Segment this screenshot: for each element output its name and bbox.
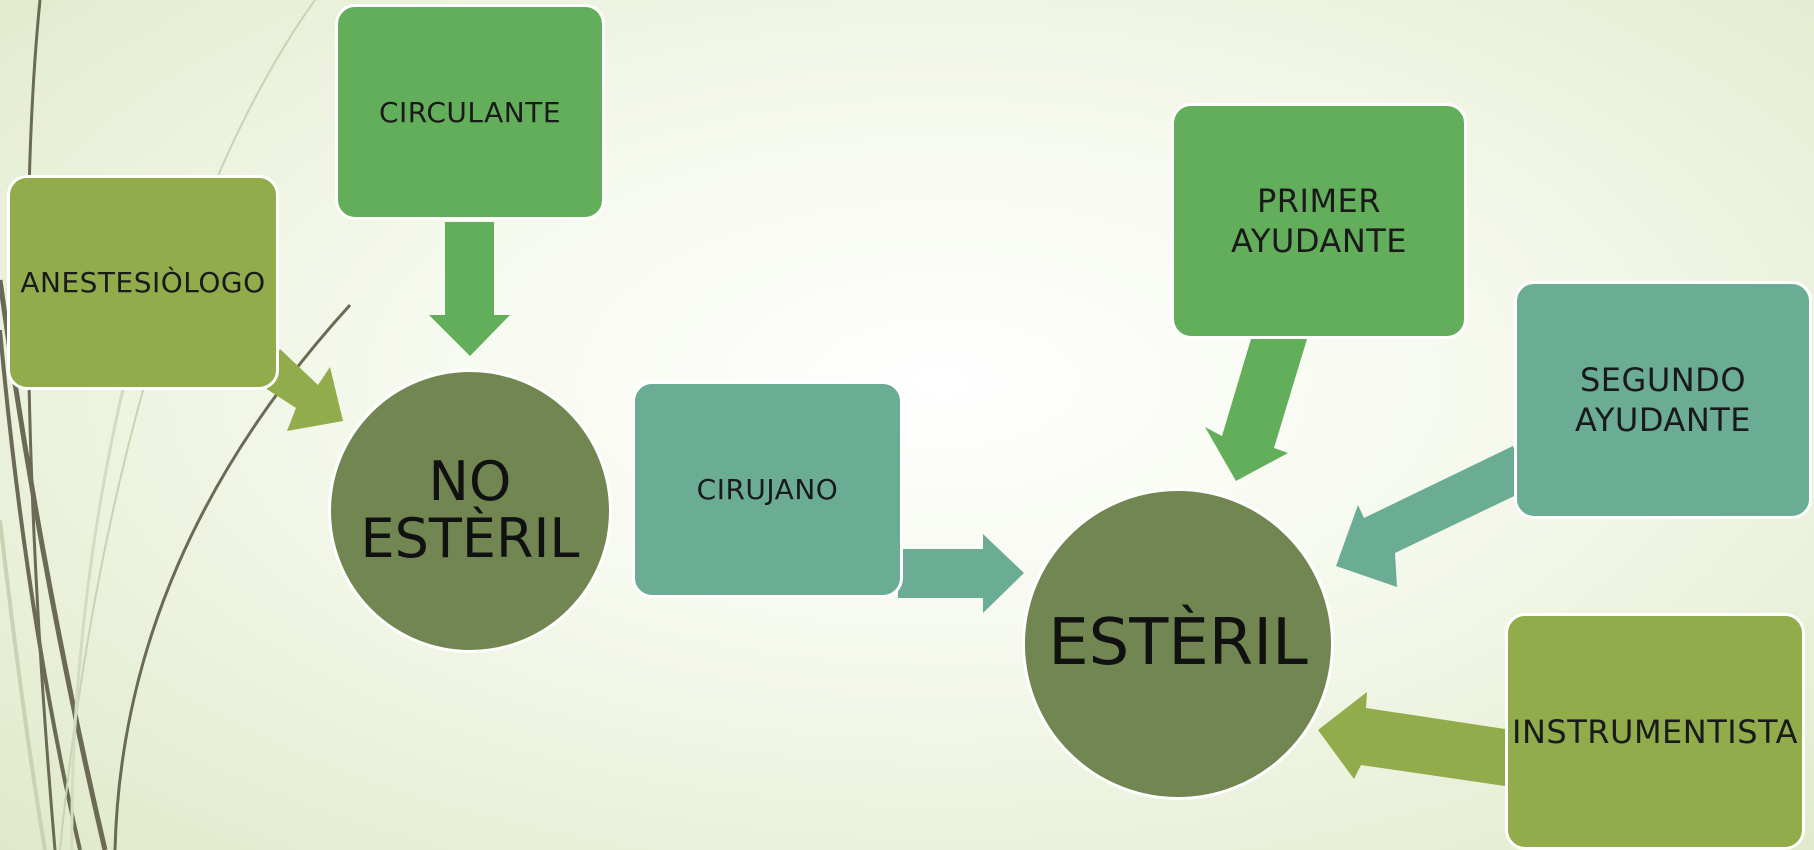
instrumentista-box: INSTRUMENTISTA — [1505, 613, 1805, 850]
anestesiologo-box: ANESTESIÒLOGO — [7, 175, 279, 390]
instrumentista-label: INSTRUMENTISTA — [1512, 712, 1798, 751]
no-esteril-circle: NO ESTÈRIL — [328, 369, 612, 653]
arrow-circulante-to-no-esteril — [429, 222, 510, 356]
arrow-primer-ayudante-to-esteril — [1205, 339, 1307, 481]
no-esteril-label-line2: ESTÈRIL — [360, 507, 580, 570]
segundo-ayudante-label-line2: AYUDANTE — [1574, 401, 1752, 439]
anestesiologo-label: ANESTESIÒLOGO — [20, 266, 266, 299]
cirujano-label: CIRUJANO — [696, 473, 839, 506]
primer-ayudante-label-line2: AYUDANTE — [1230, 222, 1408, 260]
cirujano-box: CIRUJANO — [632, 381, 903, 598]
segundo-ayudante-label-line1: SEGUNDO — [1579, 361, 1746, 399]
arrow-cirujano-to-esteril — [898, 534, 1024, 613]
circulante-box: CIRCULANTE — [335, 4, 605, 220]
segundo-ayudante-box: SEGUNDO AYUDANTE — [1514, 281, 1812, 519]
circulante-label: CIRCULANTE — [378, 95, 562, 129]
arrow-segundo-ayudante-to-esteril — [1336, 446, 1531, 587]
arrow-instrumentista-to-esteril — [1318, 692, 1505, 786]
esteril-circle: ESTÈRIL — [1022, 488, 1334, 800]
no-esteril-label-line1: NO — [428, 450, 512, 514]
arrow-anestesiologo-to-no-esteril — [259, 349, 343, 431]
primer-ayudante-box: PRIMER AYUDANTE — [1171, 103, 1467, 339]
primer-ayudante-label-line1: PRIMER — [1256, 182, 1381, 220]
esteril-label: ESTÈRIL — [1048, 606, 1308, 681]
